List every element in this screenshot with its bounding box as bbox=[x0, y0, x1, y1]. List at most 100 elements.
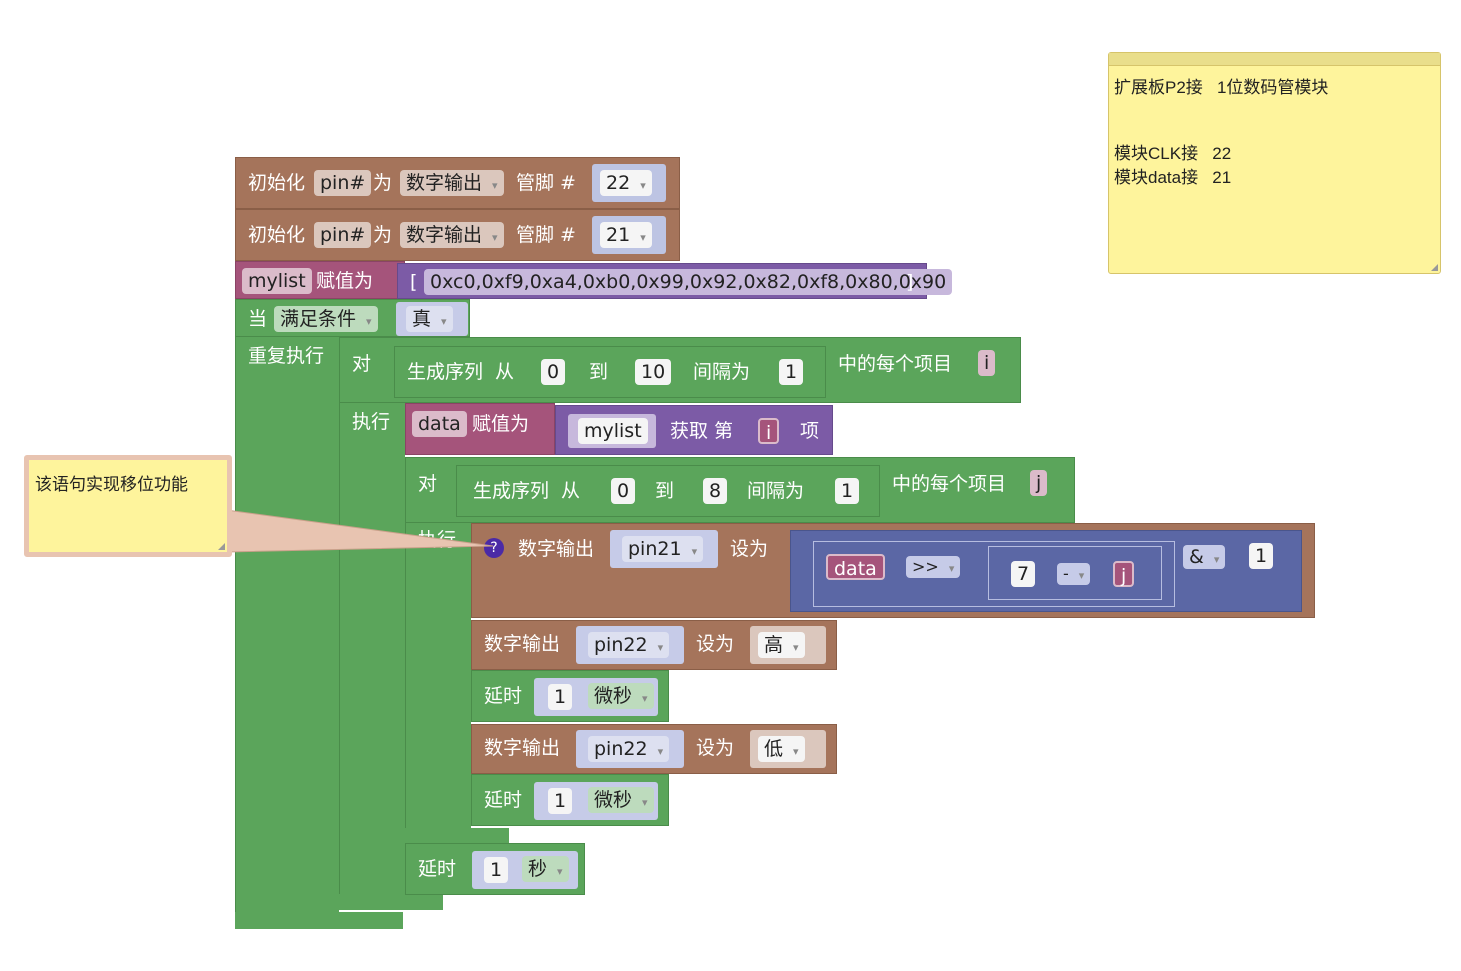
list-literal-block[interactable]: [ 0xc0,0xf9,0xa4,0xb0,0x99,0x92,0x82,0xf… bbox=[397, 263, 953, 299]
delay-value-input[interactable]: 1 bbox=[548, 788, 573, 814]
delay-label: 延时 bbox=[484, 685, 523, 707]
range-step-input[interactable]: 1 bbox=[835, 478, 860, 504]
list-values-field[interactable]: 0xc0,0xf9,0xa4,0xb0,0x99,0x92,0x82,0xf8,… bbox=[424, 269, 953, 295]
range-step-input[interactable]: 1 bbox=[779, 359, 804, 385]
level-dropdown[interactable]: 高▾ bbox=[758, 632, 805, 658]
range-block[interactable]: 生成序列 从 0 到 10 间隔为 1 bbox=[394, 346, 826, 398]
pin-number-dropdown[interactable]: 21▾ bbox=[600, 222, 652, 248]
do-label: 执行 bbox=[418, 529, 457, 551]
variable-mylist-field[interactable]: mylist bbox=[242, 268, 312, 294]
assign-label: 赋值为 bbox=[472, 413, 530, 435]
list-get-block[interactable]: mylist 获取 第 i 项 bbox=[555, 405, 833, 455]
condition-value-dropdown[interactable]: 真▾ bbox=[406, 306, 453, 332]
assign-mylist-block[interactable]: mylist 赋值为 bbox=[235, 261, 405, 299]
for-j-loop-block[interactable]: 对 生成序列 从 0 到 8 间隔为 1 中的每个项目 j bbox=[405, 457, 1075, 523]
loop-variable-i[interactable]: i bbox=[978, 350, 996, 376]
range-block[interactable]: 生成序列 从 0 到 8 间隔为 1 bbox=[456, 465, 880, 517]
pin-number-label: 管脚 # bbox=[516, 172, 576, 194]
range-from-input[interactable]: 0 bbox=[611, 478, 636, 504]
pin-mode-dropdown[interactable]: 数字输出▾ bbox=[400, 170, 504, 196]
index-variable-i[interactable]: i bbox=[758, 418, 780, 444]
loop-variable-j[interactable]: j bbox=[1030, 470, 1048, 496]
as-label: 为 bbox=[373, 224, 393, 246]
item-label: 项 bbox=[800, 420, 820, 442]
digital-write-label: 数字输出 bbox=[518, 538, 595, 560]
note-header-bar[interactable] bbox=[1109, 53, 1440, 66]
digital-write-shift-block[interactable]: ? 数字输出 pin21▾ 设为 data >>▾ 7 -▾ j &▾ 1 bbox=[471, 523, 1315, 618]
while-loop-block[interactable]: 当 满足条件▾ 真▾ bbox=[235, 299, 470, 337]
resize-handle-icon[interactable] bbox=[218, 543, 225, 550]
range-label: 生成序列 bbox=[473, 480, 550, 502]
delay-us-block-2[interactable]: 延时 1 微秒▾ bbox=[471, 774, 669, 826]
note-text: 该语句实现移位功能 bbox=[35, 475, 188, 494]
resize-handle-icon[interactable] bbox=[1431, 264, 1438, 271]
assign-data-block[interactable]: data 赋值为 bbox=[405, 403, 555, 455]
range-to-input[interactable]: 8 bbox=[703, 478, 728, 504]
pin-dropdown[interactable]: pin21▾ bbox=[622, 536, 704, 562]
delay-us-block-1[interactable]: 延时 1 微秒▾ bbox=[471, 670, 669, 722]
delay-sec-block[interactable]: 延时 1 秒▾ bbox=[405, 843, 585, 895]
pin-number-dropdown[interactable]: 22▾ bbox=[600, 170, 652, 196]
range-label: 生成序列 bbox=[407, 361, 484, 383]
delay-unit-dropdown[interactable]: 秒▾ bbox=[522, 856, 569, 882]
do-label: 执行 bbox=[352, 411, 391, 433]
while-loop-foot bbox=[235, 912, 403, 929]
as-label: 为 bbox=[373, 172, 393, 194]
condition-mode-dropdown[interactable]: 满足条件▾ bbox=[274, 306, 378, 332]
range-to-input[interactable]: 10 bbox=[635, 359, 672, 385]
shift-right-block[interactable]: data >>▾ 7 -▾ j bbox=[813, 541, 1175, 607]
delay-value-input[interactable]: 1 bbox=[548, 684, 573, 710]
each-item-label: 中的每个项目 bbox=[892, 473, 1007, 495]
delay-unit-dropdown[interactable]: 微秒▾ bbox=[588, 683, 654, 709]
digital-write-label: 数字输出 bbox=[484, 737, 561, 759]
comment-note-left[interactable]: 该语句实现移位功能 bbox=[24, 455, 232, 557]
pin-dropdown[interactable]: pin22▾ bbox=[588, 632, 670, 658]
and-value-input[interactable]: 1 bbox=[1249, 543, 1274, 569]
pin-dropdown[interactable]: pin22▾ bbox=[588, 736, 670, 762]
digital-write-low-block[interactable]: 数字输出 pin22▾ 设为 低▾ bbox=[471, 724, 837, 774]
for-i-loop-block[interactable]: 对 生成序列 从 0 到 10 间隔为 1 中的每个项目 i bbox=[339, 337, 1021, 403]
help-icon[interactable]: ? bbox=[484, 538, 504, 558]
loop-variable-j[interactable]: j bbox=[1113, 561, 1135, 587]
and-operator-dropdown[interactable]: &▾ bbox=[1183, 545, 1226, 569]
list-variable-mylist[interactable]: mylist bbox=[578, 418, 648, 444]
note-line-3: 模块data接 21 bbox=[1114, 168, 1232, 187]
variable-data-field[interactable]: data bbox=[412, 411, 467, 437]
subtract-block[interactable]: 7 -▾ j bbox=[988, 546, 1162, 600]
for-j-foot bbox=[405, 828, 509, 843]
note-line-1: 扩展板P2接 1位数码管模块 bbox=[1114, 78, 1329, 97]
pin-variable-field[interactable]: pin# bbox=[314, 170, 372, 196]
for-label: 对 bbox=[352, 353, 372, 375]
digital-write-label: 数字输出 bbox=[484, 633, 561, 655]
init-label: 初始化 bbox=[248, 172, 306, 194]
pin-mode-dropdown[interactable]: 数字输出▾ bbox=[400, 222, 504, 248]
set-label: 设为 bbox=[696, 737, 735, 759]
assign-label: 赋值为 bbox=[316, 270, 374, 292]
digital-write-high-block[interactable]: 数字输出 pin22▾ 设为 高▾ bbox=[471, 620, 837, 670]
repeat-label: 重复执行 bbox=[248, 345, 325, 367]
level-dropdown[interactable]: 低▾ bbox=[758, 736, 805, 762]
init-pin-block-1[interactable]: 初始化 pin# 为 数字输出▾ 管脚 # 22▾ bbox=[235, 157, 680, 209]
delay-unit-dropdown[interactable]: 微秒▾ bbox=[588, 787, 654, 813]
delay-value-input[interactable]: 1 bbox=[484, 857, 509, 883]
minus-operator-dropdown[interactable]: -▾ bbox=[1057, 563, 1091, 585]
each-item-label: 中的每个项目 bbox=[838, 353, 953, 375]
range-from-input[interactable]: 0 bbox=[541, 359, 566, 385]
while-label: 当 bbox=[248, 308, 268, 330]
from-label: 从 bbox=[561, 480, 581, 502]
for-j-spine bbox=[405, 523, 471, 843]
note-line-2: 模块CLK接 22 bbox=[1114, 144, 1232, 163]
pin-number-label: 管脚 # bbox=[516, 224, 576, 246]
shift-operator-dropdown[interactable]: >>▾ bbox=[906, 556, 961, 578]
data-variable[interactable]: data bbox=[826, 554, 885, 580]
comment-note-top-right[interactable]: 扩展板P2接 1位数码管模块 模块CLK接 22 模块data接 21 bbox=[1108, 52, 1441, 274]
set-label: 设为 bbox=[730, 538, 769, 560]
set-label: 设为 bbox=[696, 633, 735, 655]
init-pin-block-2[interactable]: 初始化 pin# 为 数字输出▾ 管脚 # 21▾ bbox=[235, 209, 680, 261]
init-label: 初始化 bbox=[248, 224, 306, 246]
pin-variable-field[interactable]: pin# bbox=[314, 222, 372, 248]
while-loop-spine bbox=[235, 337, 339, 929]
list-close-bracket: ] bbox=[906, 271, 914, 293]
bitwise-and-block[interactable]: data >>▾ 7 -▾ j &▾ 1 bbox=[790, 530, 1302, 612]
number-input[interactable]: 7 bbox=[1011, 561, 1036, 587]
